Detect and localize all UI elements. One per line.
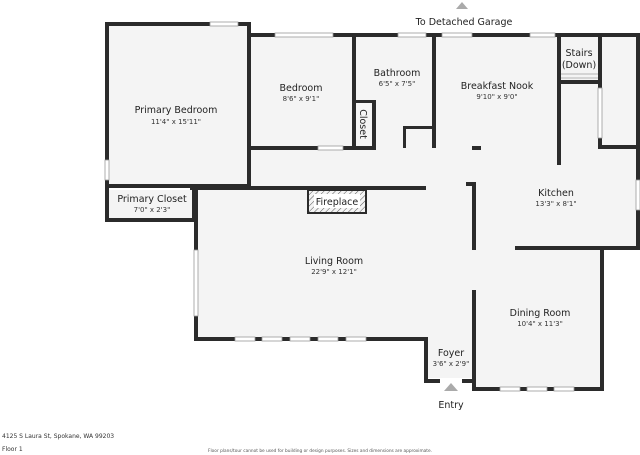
room-living-room-name: Living Room xyxy=(305,256,363,267)
floor-fill xyxy=(108,25,638,388)
windows xyxy=(104,21,640,392)
room-primary-closet-dim: 7'0" x 2'3" xyxy=(134,206,171,214)
footer-disclaimer: Floor plans/tour cannot be used for buil… xyxy=(208,449,432,454)
room-dining-room-dim: 10'4" x 11'3" xyxy=(517,320,563,328)
footer-address: 4125 S Laura St, Spokane, WA 99203 xyxy=(2,433,115,440)
room-foyer-name: Foyer xyxy=(438,348,464,359)
room-living-room-dim: 22'9" x 12'1" xyxy=(311,268,357,276)
room-stairs-name-2: (Down) xyxy=(562,60,596,71)
room-bathroom-dim: 6'5" x 7'5" xyxy=(379,80,416,88)
garage-label: To Detached Garage xyxy=(415,17,513,28)
room-primary-closet-name: Primary Closet xyxy=(117,194,187,205)
room-dining-room-name: Dining Room xyxy=(510,308,571,319)
fireplace-label: Fireplace xyxy=(316,197,359,208)
footer-floor: Floor 1 xyxy=(2,446,23,453)
entry-arrow-icon xyxy=(444,383,458,391)
fireplace xyxy=(307,189,367,214)
room-kitchen-name: Kitchen xyxy=(538,188,574,199)
garage-arrow-icon xyxy=(456,2,468,9)
room-breakfast-nook-name: Breakfast Nook xyxy=(461,81,534,92)
room-bathroom-name: Bathroom xyxy=(374,68,421,79)
room-primary-bedroom-name: Primary Bedroom xyxy=(135,105,218,116)
room-kitchen-dim: 13'3" x 8'1" xyxy=(535,200,576,208)
room-primary-bedroom-dim: 11'4" x 15'11" xyxy=(151,118,201,126)
room-foyer-dim: 3'6" x 2'9" xyxy=(433,360,470,368)
stairs-lines xyxy=(561,73,598,79)
entry-label: Entry xyxy=(438,400,464,411)
room-stairs-name-1: Stairs xyxy=(565,48,592,59)
room-bedroom-dim: 8'6" x 9'1" xyxy=(283,95,320,103)
room-bedroom-name: Bedroom xyxy=(280,83,323,94)
room-closet-name: Closet xyxy=(357,109,368,139)
room-breakfast-nook-dim: 9'10" x 9'0" xyxy=(476,93,517,101)
